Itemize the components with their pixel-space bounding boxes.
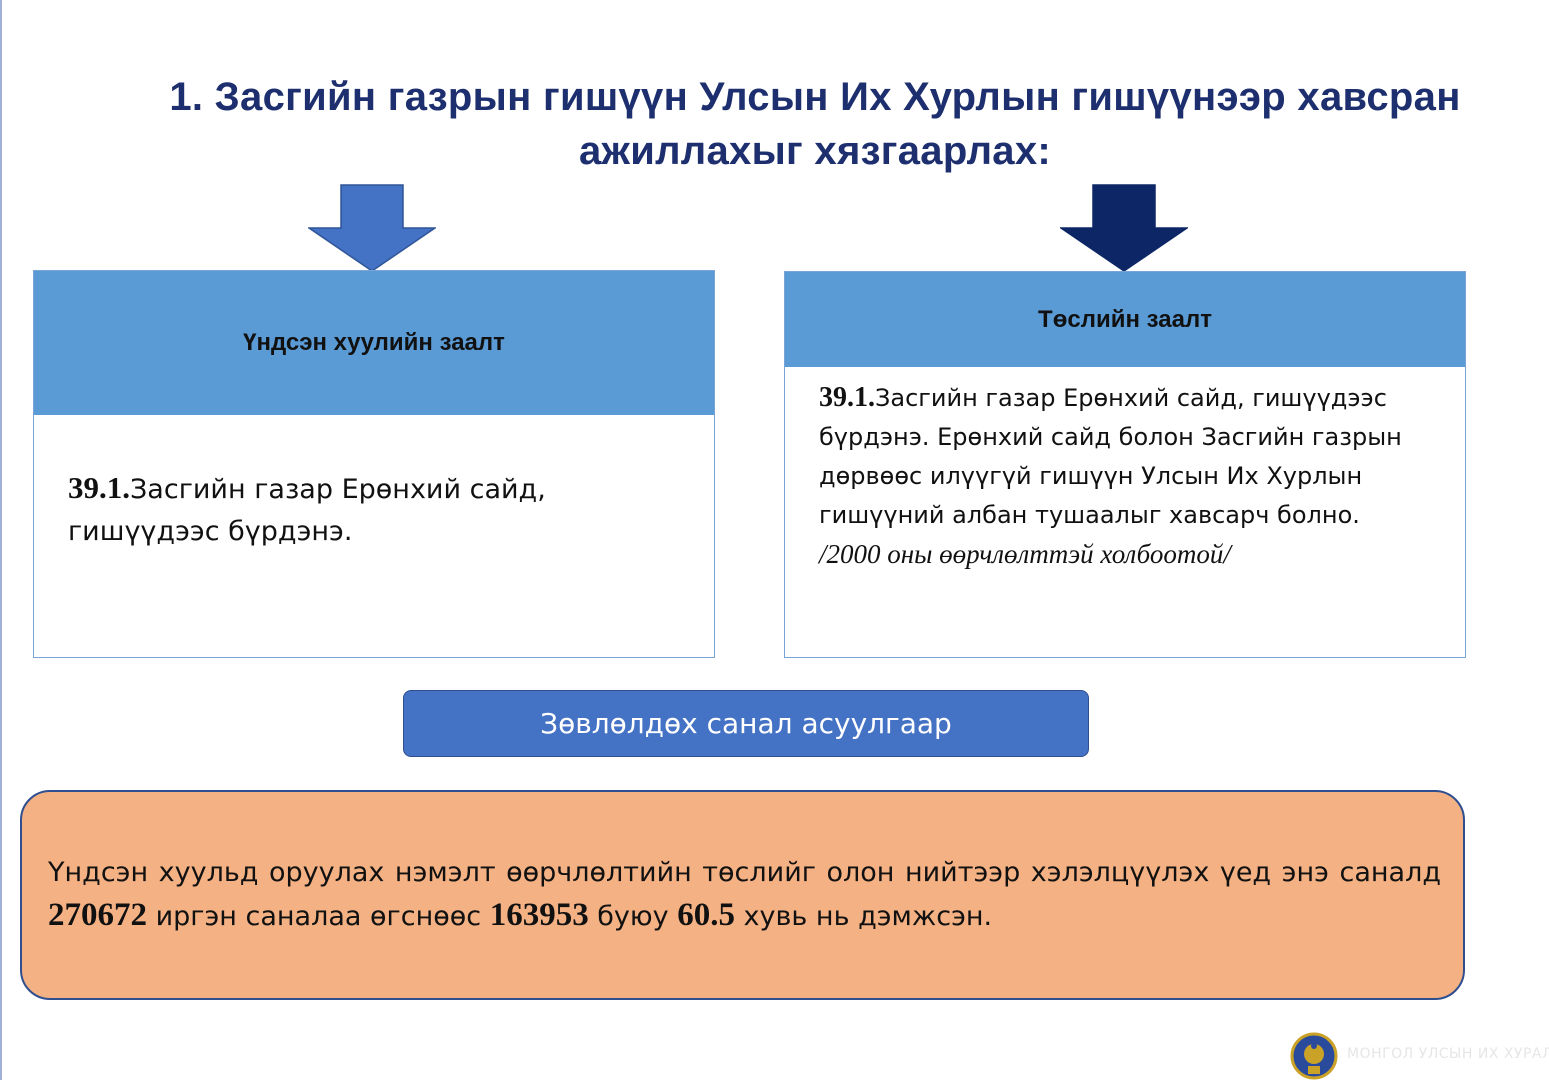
result-text-part: хувь нь дэмжсэн.: [734, 901, 993, 932]
text-line: гишүүдээс бүрдэнэ.: [68, 516, 353, 547]
supporters-count: 163953: [489, 897, 589, 933]
left-edge-rule: [0, 0, 2, 1080]
state-emblem-icon: [1290, 1032, 1338, 1080]
poll-result-box: Үндсэн хуульд оруулах нэмэлт өөрчлөлтийн…: [20, 790, 1465, 1000]
support-percent: 60.5: [677, 897, 735, 933]
page-title: 1. Засгийн газрын гишүүн Улсын Их Хурлын…: [100, 70, 1530, 178]
title-line-1: 1. Засгийн газрын гишүүн Улсын Их Хурлын…: [169, 75, 1461, 119]
text-line: гишүүний албан тушаалыг хавсарч болно.: [819, 501, 1360, 529]
draft-provision-text: 39.1.Засгийн газар Ерөнхий сайд, гишүүдэ…: [819, 378, 1459, 574]
text-line: Засгийн газар Ерөнхий сайд, гишүүдээс: [875, 384, 1387, 412]
organization-name: МОНГОЛ УЛСЫН ИХ ХУРАЛ: [1347, 1046, 1549, 1062]
poll-result-text: Үндсэн хуульд оруулах нэмэлт өөрчлөлтийн…: [48, 852, 1441, 938]
text-line: дөрвөөс илүүгүй гишүүн Улсын Их Хурлын: [819, 462, 1363, 490]
amendment-note: /2000 оны өөрчлөлттэй холбоотой/: [819, 539, 1231, 569]
draft-provision-box: Төслийн заалт 39.1.Засгийн газар Ерөнхий…: [784, 271, 1466, 658]
article-number: 39.1.: [819, 382, 875, 413]
text-line: бүрдэнэ. Ерөнхий сайд болон Засгийн газр…: [819, 423, 1402, 451]
participants-count: 270672: [48, 897, 147, 933]
down-arrow-right-icon: [1060, 184, 1188, 272]
result-text-part: Үндсэн хуульд оруулах нэмэлт өөрчлөлтийн…: [48, 857, 1441, 888]
result-text-part: буюу: [588, 901, 678, 932]
constitution-provision-header: Үндсэн хуулийн заалт: [34, 271, 714, 415]
constitution-provision-box: Үндсэн хуулийн заалт 39.1.Засгийн газар …: [33, 270, 715, 658]
down-arrow-left-icon: [308, 184, 436, 272]
text-line: Засгийн газар Ерөнхий сайд,: [130, 474, 546, 505]
result-text-part: иргэн саналаа өгснөөс: [147, 901, 490, 932]
article-number: 39.1.: [68, 470, 130, 505]
draft-provision-header: Төслийн заалт: [785, 272, 1465, 367]
title-line-2: ажиллахыг хязгаарлах:: [578, 129, 1052, 173]
constitution-provision-text: 39.1.Засгийн газар Ерөнхий сайд, гишүүдэ…: [68, 467, 688, 553]
consultation-button[interactable]: Зөвлөлдөх санал асуулгаар: [403, 690, 1089, 757]
